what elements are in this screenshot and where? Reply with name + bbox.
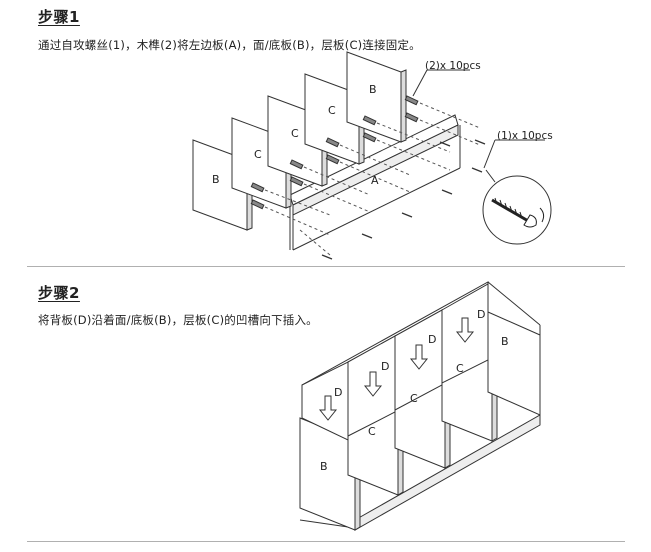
bottom-divider (27, 541, 625, 542)
section-divider (27, 266, 625, 267)
label-panel-c-2: C (410, 392, 418, 405)
callout-screw: (1)x 10pcs (497, 130, 553, 142)
down-arrow-icon (455, 317, 475, 343)
label-side-panel-a: A (371, 174, 379, 187)
down-arrow-icon (409, 344, 429, 370)
screw-detail-circle (482, 175, 552, 245)
label-panel-b-right: B (369, 83, 377, 96)
label-panel-d-3: D (428, 333, 436, 346)
label-panel-c-3: C (328, 104, 336, 117)
label-panel-b-back: B (501, 335, 509, 348)
label-panel-c-1: C (254, 148, 262, 161)
label-panel-d-4: D (477, 308, 485, 321)
down-arrow-icon (363, 371, 383, 397)
step2-title: 步骤2 (38, 284, 80, 302)
label-panel-b-left: B (212, 173, 220, 186)
label-panel-d-1: D (334, 386, 342, 399)
label-panel-b-front: B (320, 460, 328, 473)
step1-title: 步骤1 (38, 8, 80, 26)
label-panel-d-2: D (381, 360, 389, 373)
label-panel-c-3: C (456, 362, 464, 375)
step2-instruction: 将背板(D)沿着面/底板(B)，层板(C)的凹槽向下插入。 (38, 313, 318, 327)
panel-b-back (487, 311, 541, 416)
callout-dowel: (2)x 10pcs (425, 60, 481, 72)
step1-instruction: 通过自攻螺丝(1)，木榫(2)将左边板(A)，面/底板(B)，层板(C)连接固定… (38, 38, 421, 52)
down-arrow-icon (318, 395, 338, 421)
label-panel-c-2: C (291, 127, 299, 140)
label-panel-c-1: C (368, 425, 376, 438)
